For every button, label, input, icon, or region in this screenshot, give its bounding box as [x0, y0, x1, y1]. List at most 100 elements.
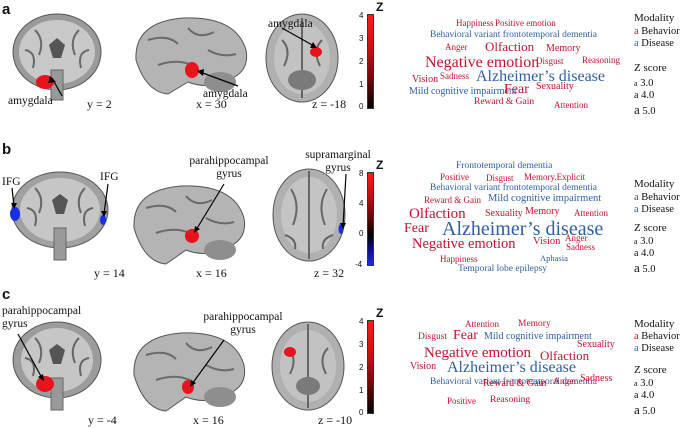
zscore-item: a 3.0	[634, 236, 654, 247]
colorbar-tick: 4	[359, 199, 364, 208]
behavior-term: Vision	[412, 74, 439, 85]
behavior-term: Memory	[546, 43, 581, 54]
colorbar-tick: 4	[359, 317, 364, 326]
colorbar-tick: 3	[359, 340, 364, 349]
colorbar-tick: 0	[359, 229, 364, 238]
legend-behavior: a Behavior	[634, 26, 680, 37]
zscore-item: a 5.0	[634, 102, 656, 117]
zscore-item: a 4.0	[634, 390, 655, 401]
coronal-brain-slice	[10, 171, 109, 261]
colorbar-title: Z	[376, 158, 384, 172]
legend-title: Modality	[634, 178, 675, 190]
roi-label: parahippocampal gyrus	[2, 305, 82, 330]
colorbar-tick: 0	[359, 408, 364, 417]
behavior-term: Negative emotion	[424, 345, 532, 361]
coronal-brain-slice	[12, 321, 102, 411]
zscore-item: a 5.0	[634, 260, 656, 275]
panel-letter: c	[2, 286, 11, 303]
behavior-term: Sexuality	[577, 339, 615, 350]
slice-coordinate: y = -4	[88, 413, 117, 427]
behavior-term: Vision	[410, 361, 437, 372]
slice-coordinate: y = 2	[87, 97, 112, 111]
behavior-term: Negative emotion	[425, 54, 540, 71]
behavior-term: Fear	[404, 221, 429, 236]
behavior-term: Anger	[445, 42, 468, 52]
roi-label: supramarginal gyrus	[305, 149, 371, 174]
slice-coordinate: z = 32	[314, 266, 345, 280]
behavior-term: Positive	[447, 396, 477, 406]
behavior-term: Happiness	[440, 254, 478, 264]
disease-term: Behavioral variant frontotemporal dement…	[430, 377, 597, 387]
behavior-term: Memory.Explicit	[524, 172, 586, 182]
colorbar-tick: 0	[359, 102, 364, 111]
zscore-item: a 5.0	[634, 402, 656, 417]
axial-brain-slice	[271, 321, 345, 411]
colorbar-tick: 1	[359, 80, 364, 89]
disease-term: Mild cognitive impairment	[484, 331, 592, 342]
behavior-term: Anger	[553, 377, 577, 387]
behavior-term: Positive	[440, 172, 470, 182]
legend-disease: a Disease	[634, 204, 674, 215]
disease-term: Temporal lobe epilepsy	[458, 264, 548, 274]
disease-term: Behavioral variant frontotemporal dement…	[430, 183, 597, 193]
behavior-term: Reward & Gain	[424, 195, 481, 205]
legend-title: Modality	[634, 12, 675, 24]
behavior-term: Attention	[574, 208, 608, 218]
disease-term: Alzheimer’s disease	[476, 68, 605, 85]
disease-term: Alzheimer’s disease	[447, 359, 576, 376]
slice-coordinate: x = 30	[196, 97, 227, 111]
disease-term: Behavioral variant frontotemporal dement…	[430, 30, 597, 40]
behavior-term: Sadness	[580, 373, 613, 384]
colorbar-tick: 4	[359, 11, 364, 20]
roi-label: amygdala	[268, 18, 313, 30]
roi-label: parahippocampal gyrus	[189, 155, 269, 180]
coronal-brain-slice	[12, 13, 102, 101]
colorbar-tick: -4	[355, 260, 363, 269]
slice-coordinate: x = 16	[196, 266, 227, 280]
slice-coordinate: y = 14	[94, 266, 125, 280]
behavior-term: Reward & Gain	[474, 97, 535, 107]
disease-term: Frontotemporal dementia	[456, 161, 553, 171]
behavior-term: Olfaction	[540, 348, 590, 363]
colorbar-tick: 2	[359, 363, 364, 372]
colorbar	[367, 172, 374, 266]
behavior-term: Positive emotion	[495, 18, 556, 28]
colorbar	[367, 320, 374, 414]
roi-label: parahippocampal gyrus	[203, 311, 283, 336]
behavior-term: Reasoning	[582, 55, 620, 65]
disease-term: Mild cognitive impairment	[488, 193, 602, 204]
behavior-term: Olfaction	[409, 206, 466, 222]
colorbar-tick: 8	[359, 169, 364, 178]
panel-letter: b	[2, 141, 12, 158]
behavior-term: Fear	[504, 82, 529, 97]
behavior-term: Sexuality	[485, 208, 523, 219]
roi-label: amygdala	[8, 95, 53, 107]
axial-brain-slice	[265, 13, 339, 103]
slice-coordinate: z = -18	[312, 97, 347, 111]
roi-label: IFG	[100, 171, 119, 183]
disease-term: Aphasia	[540, 253, 568, 263]
legend-disease: a Disease	[634, 343, 674, 354]
behavior-term: Attention	[465, 319, 499, 329]
behavior-term: Memory	[525, 206, 560, 217]
zscore-title: Z score	[634, 222, 667, 234]
slice-coordinate: z = -10	[318, 413, 353, 427]
legend-behavior: a Behavior	[634, 192, 680, 203]
behavior-term: Happiness	[456, 18, 494, 28]
legend-disease: a Disease	[634, 38, 674, 49]
slice-coordinate: x = 16	[193, 413, 224, 427]
zscore-item: a 4.0	[634, 90, 655, 101]
behavior-term: Olfaction	[485, 39, 535, 54]
colorbar	[367, 14, 374, 109]
sagittal-brain-slice	[133, 332, 246, 412]
legend-title: Modality	[634, 318, 675, 330]
